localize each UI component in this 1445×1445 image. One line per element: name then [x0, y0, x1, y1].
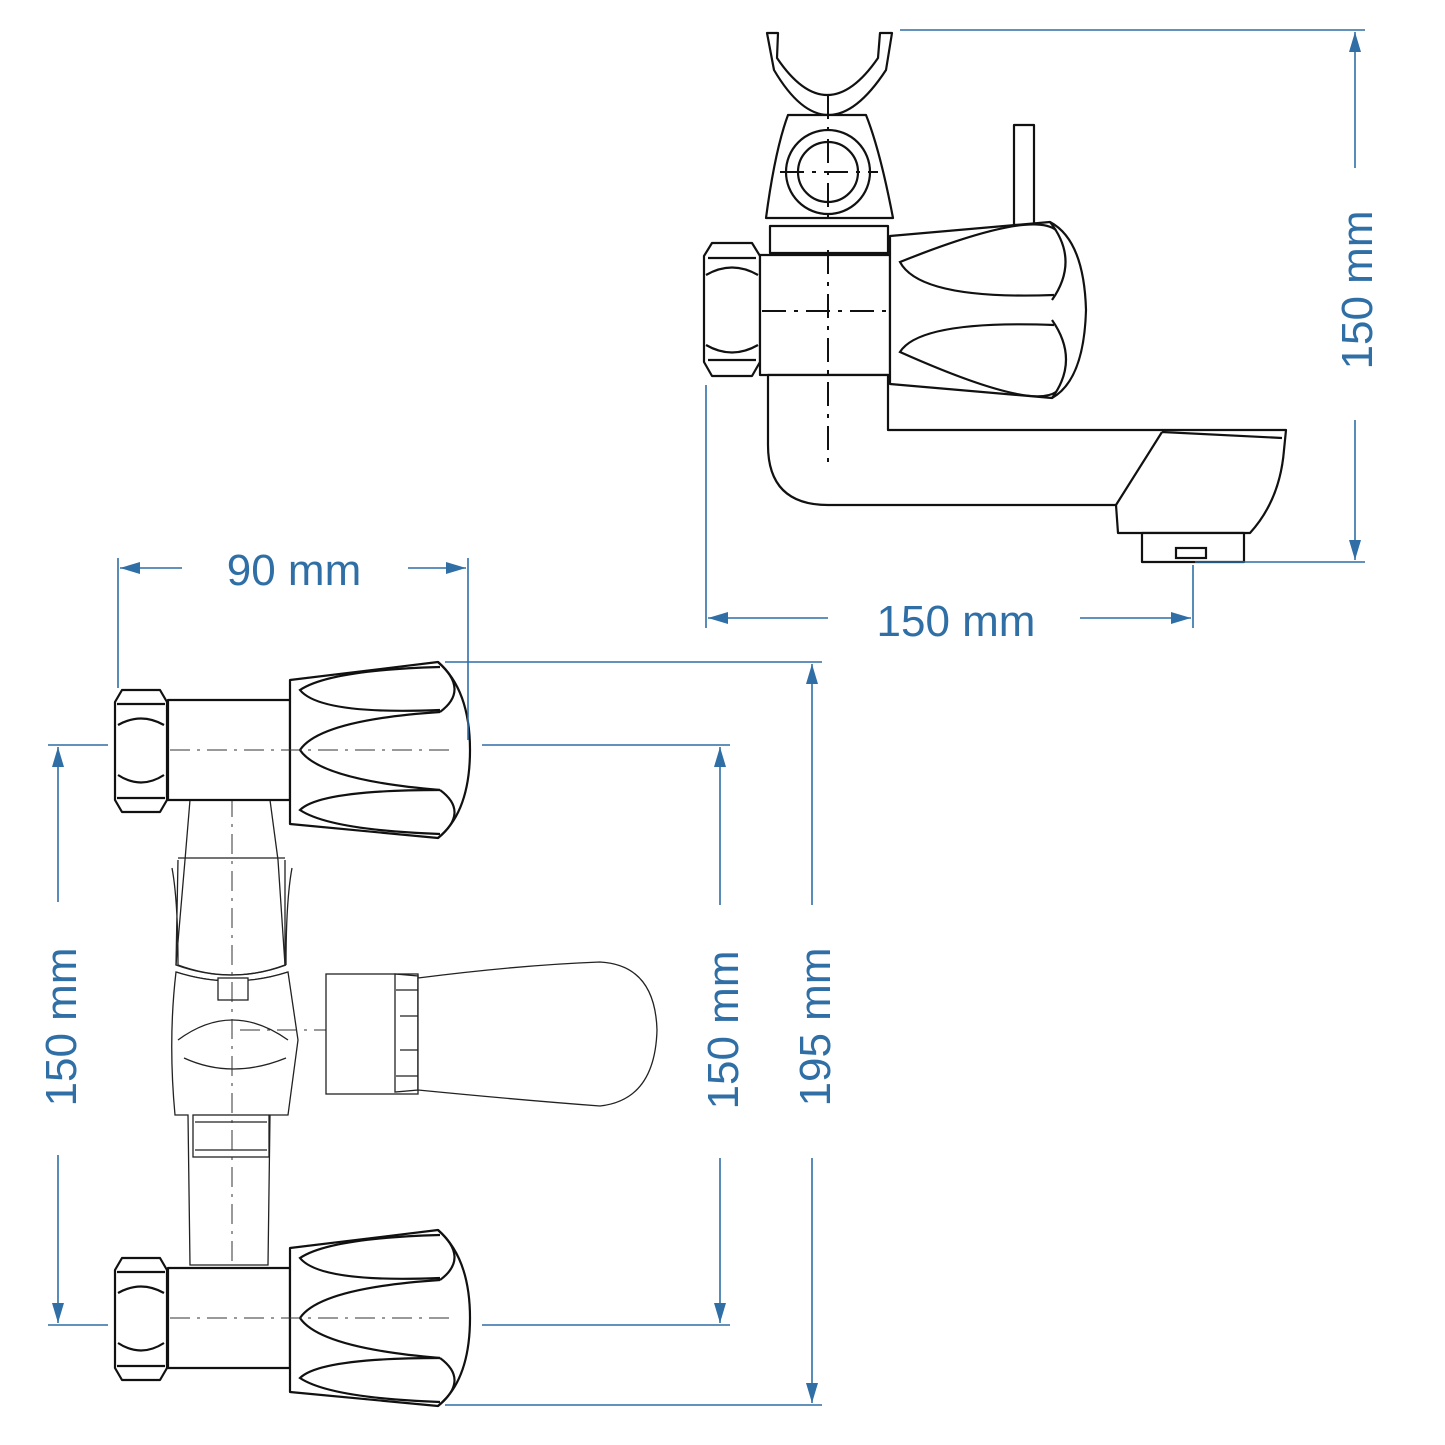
- side-spout: [766, 373, 1288, 535]
- side-dimensions: 150 mm 150 mm: [705, 29, 1382, 646]
- front-diverter-lever: [417, 961, 658, 1107]
- front-center-left-label: 150 mm: [37, 948, 86, 1107]
- side-hex-nut: [702, 241, 762, 378]
- front-overall-height-label: 195 mm: [791, 948, 840, 1107]
- front-dimensions: 90 mm 150 mm 150 mm 195 mm: [37, 546, 840, 1406]
- front-riser: [175, 789, 286, 976]
- holder-collar: [768, 224, 890, 255]
- front-top-hex-nut: [113, 688, 169, 814]
- front-view: [113, 660, 658, 1408]
- side-depth-label: 150 mm: [877, 597, 1036, 646]
- diverter-rod: [1012, 123, 1036, 227]
- front-thread-band: [192, 1114, 270, 1158]
- front-bottom-hex-nut: [113, 1256, 169, 1382]
- front-bottom-valve: [113, 1228, 472, 1408]
- side-height-label: 150 mm: [1333, 211, 1382, 370]
- front-diverter-housing: [325, 973, 419, 1095]
- front-depth-label: 90 mm: [227, 546, 361, 595]
- front-top-valve: [113, 660, 472, 840]
- front-center-right-label: 150 mm: [699, 951, 748, 1110]
- side-handle-knob: [888, 220, 1088, 400]
- side-valve-body: [758, 253, 892, 377]
- front-top-valve-stem: [166, 698, 292, 802]
- shower-holder-clip: [765, 31, 894, 117]
- side-view: [702, 31, 1288, 564]
